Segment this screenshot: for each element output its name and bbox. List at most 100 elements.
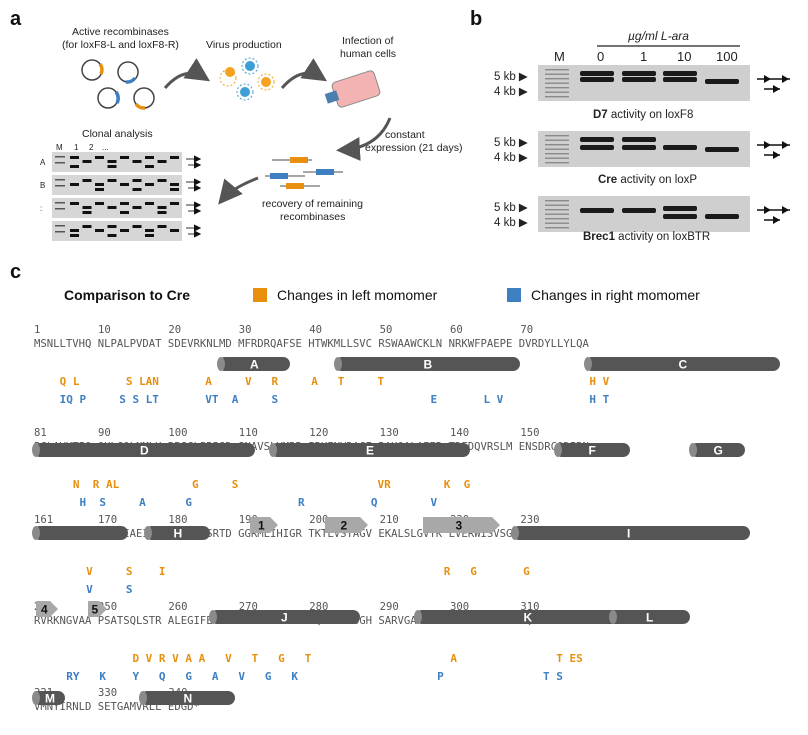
label-recovery: recovery of remaining — [262, 198, 363, 210]
residue-number: 230 — [520, 514, 539, 526]
panel-c: c Comparison to Cre Changes in left momo… — [10, 261, 780, 713]
gel-band — [95, 183, 104, 186]
helix-label: J — [281, 611, 288, 625]
size-marker-4kb: 4 kb ▶ — [494, 86, 529, 98]
gel-band — [107, 165, 117, 168]
gel-band — [132, 188, 142, 191]
strand-label: 5 — [92, 603, 99, 617]
gel-band — [107, 234, 117, 237]
helix-label: E — [366, 444, 374, 458]
helix-label: H — [174, 527, 183, 541]
panel-b-letter: b — [470, 8, 482, 30]
helix-label: F — [589, 444, 596, 458]
strand-label: 2 — [341, 519, 348, 533]
size-marker-5kb: 5 kb ▶ — [494, 202, 529, 214]
gel-band — [145, 202, 154, 205]
helix-label: M — [45, 692, 55, 706]
recombinase-gene-icons — [265, 157, 343, 189]
gel-band — [705, 214, 739, 219]
panel-c-letter: c — [10, 261, 21, 283]
mutations-right-monomer: V S — [60, 583, 133, 596]
gel-band — [622, 137, 656, 142]
strand-label: 3 — [456, 519, 463, 533]
arrow-icon — [280, 58, 328, 89]
panel-a-letter: a — [10, 8, 22, 30]
gel-header-units: µg/ml L-ara — [628, 29, 689, 43]
arrow-icon — [336, 117, 392, 161]
strand-2 — [325, 517, 368, 533]
size-marker-5kb: 5 kb ▶ — [494, 71, 529, 83]
gel-band — [170, 229, 179, 232]
gel-band — [95, 188, 104, 191]
size-marker-4kb: 4 kb ▶ — [494, 152, 529, 164]
gel-caption-d7: D7 activity on loxF8 — [593, 109, 693, 121]
sequence-line: MSNLLTVHQ NLPALPVDAT SDEVRKNLMD MFRDRQAF… — [34, 338, 590, 350]
label-infection-sub: human cells — [340, 48, 396, 60]
mutations-right-monomer: IQ P S S LT VT A S E L V H T — [60, 393, 610, 406]
helix-label: C — [679, 358, 688, 372]
legend-right-label: Changes in right momomer — [531, 287, 700, 303]
helix-label: N — [184, 692, 193, 706]
helix-L — [610, 610, 690, 624]
residue-number: 50 — [380, 324, 393, 336]
helix-label: B — [424, 358, 433, 372]
gel-band — [82, 211, 92, 214]
gel-band — [70, 202, 79, 205]
helix-G — [690, 443, 745, 457]
gel-lane-marker: M — [554, 49, 565, 64]
gel-band — [705, 79, 739, 84]
label-infection: Infection of — [342, 35, 393, 47]
clonal-gel-header-more: ... — [102, 143, 109, 152]
gel-band — [70, 229, 79, 232]
strand-label: 4 — [41, 603, 48, 617]
gel-band — [95, 202, 104, 205]
gel-band — [580, 208, 614, 213]
gel-band — [70, 183, 79, 186]
gel-band — [95, 156, 104, 159]
gel-band — [580, 77, 614, 82]
helix-M — [33, 691, 65, 705]
gel-band — [580, 71, 614, 76]
gel-band — [132, 206, 142, 209]
clonal-gel-header-2: 2 — [89, 143, 94, 152]
mutations-left-monomer: V S I R G G — [60, 565, 531, 578]
helix-A — [218, 357, 290, 371]
helix-label: A — [250, 358, 259, 372]
label-constant: constant — [385, 129, 425, 141]
residue-number: 330 — [98, 687, 117, 699]
residue-number: 1 — [34, 324, 40, 336]
gel-band — [157, 206, 167, 209]
residue-number: 40 — [309, 324, 322, 336]
helix-E — [270, 443, 470, 457]
gel-band — [157, 179, 167, 182]
label-virus-production: Virus production — [206, 39, 282, 51]
residue-number: 100 — [168, 427, 187, 439]
gel-band — [663, 77, 697, 82]
gel-band — [157, 225, 167, 228]
helix-B — [335, 357, 520, 371]
strand-1 — [250, 517, 278, 533]
gel-band — [107, 206, 117, 209]
residue-number: 210 — [380, 514, 399, 526]
helix-label: K — [524, 611, 533, 625]
gel-band — [70, 234, 79, 237]
residue-number: 290 — [380, 601, 399, 613]
helix-I — [512, 526, 750, 540]
gel-band — [622, 71, 656, 76]
helix-H — [145, 526, 210, 540]
label-active-recombinases-sub: (for loxF8-L and loxF8-R) — [62, 39, 179, 51]
residue-number: 150 — [520, 427, 539, 439]
helix-F — [555, 443, 630, 457]
gel-lane-100: 100 — [716, 49, 738, 64]
label-clonal-analysis: Clonal analysis — [82, 128, 153, 140]
gel-band — [145, 234, 154, 237]
legend-left-swatch — [253, 288, 267, 302]
gel-band — [132, 225, 142, 228]
gel-band — [170, 183, 179, 186]
mutations-left-monomer: D V R V A A V T G T A T ES — [60, 652, 583, 665]
label-active-recombinases: Active recombinases — [72, 26, 169, 38]
gel-band — [95, 229, 104, 232]
panel-b: b µg/ml L-ara M 0 1 10 100 5 kb ▶4 kb ▶5… — [470, 8, 790, 243]
strand-4 — [36, 601, 58, 617]
gel-band — [120, 229, 129, 232]
